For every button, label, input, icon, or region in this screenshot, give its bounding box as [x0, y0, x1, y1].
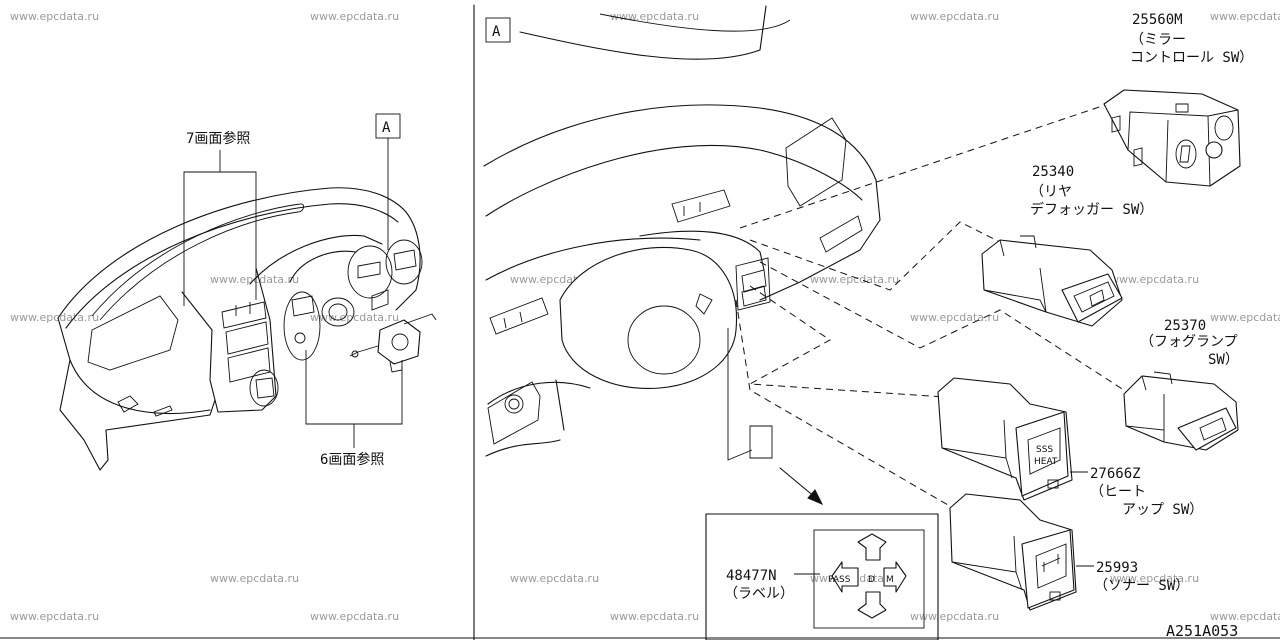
- watermark: www.epcdata.ru: [1210, 610, 1280, 623]
- part-desc-48477n-1: （ラベル）: [724, 586, 794, 602]
- ref-top-label: 7画面参照: [186, 130, 250, 147]
- watermark: www.epcdata.ru: [310, 311, 399, 324]
- part-number-25560m: 25560M: [1132, 12, 1183, 28]
- part-desc-25993-1: （ソナー SW）: [1094, 578, 1189, 594]
- fog-lamp-switch: [1123, 371, 1239, 451]
- heat-switch-text-b: HEAT: [1034, 457, 1058, 467]
- watermark: www.epcdata.ru: [1210, 311, 1280, 324]
- heat-switch-text-a: SSS: [1036, 445, 1053, 455]
- watermark-layer: www.epcdata.ru www.epcdata.ru www.epcdat…: [10, 10, 1280, 623]
- label-box: [705, 513, 939, 640]
- part-desc-25370-2: SW）: [1208, 352, 1239, 368]
- part-desc-25560m-1: （ミラー: [1130, 32, 1186, 48]
- watermark: www.epcdata.ru: [10, 10, 99, 23]
- part-number-25340: 25340: [1032, 164, 1074, 180]
- watermark: www.epcdata.ru: [1110, 273, 1199, 286]
- watermark: www.epcdata.ru: [310, 610, 399, 623]
- dashboard-overview: A 7画面参照 6画面参照: [57, 113, 437, 471]
- part-desc-25340-2: デフォッガー SW）: [1030, 201, 1153, 218]
- zoom-view: A: [483, 5, 1253, 640]
- drawing-code: A251A053: [1166, 622, 1238, 640]
- watermark: www.epcdata.ru: [210, 572, 299, 585]
- watermark: www.epcdata.ru: [910, 10, 999, 23]
- rear-defogger-switch: [981, 235, 1123, 327]
- callout-a-right: A: [492, 24, 501, 40]
- ref-bottom-label: 6画面参照: [320, 451, 384, 468]
- watermark: www.epcdata.ru: [610, 610, 699, 623]
- watermark: www.epcdata.ru: [810, 273, 899, 286]
- part-desc-25370-1: （フォグランプ: [1140, 334, 1238, 350]
- label-d-text: D: [868, 575, 875, 585]
- label-pass-text: PASS: [828, 575, 851, 585]
- watermark: www.epcdata.ru: [910, 311, 999, 324]
- watermark: www.epcdata.ru: [1210, 10, 1280, 23]
- arrow-to-label: [779, 467, 817, 499]
- part-number-27666z: 27666Z: [1090, 466, 1141, 482]
- callout-a-left: A: [382, 120, 391, 136]
- part-number-48477n: 48477N: [726, 568, 777, 584]
- part-number-25993: 25993: [1096, 560, 1138, 576]
- watermark: www.epcdata.ru: [610, 10, 699, 23]
- part-desc-25560m-2: コントロール SW）: [1130, 50, 1253, 66]
- part-desc-27666z-1: （ヒート: [1090, 484, 1146, 500]
- sonar-switch: [949, 493, 1077, 611]
- watermark: www.epcdata.ru: [910, 610, 999, 623]
- watermark: www.epcdata.ru: [1110, 572, 1199, 585]
- watermark: www.epcdata.ru: [310, 10, 399, 23]
- watermark: www.epcdata.ru: [10, 311, 99, 324]
- part-number-25370: 25370: [1164, 318, 1206, 334]
- part-desc-25340-1: （リヤ: [1030, 184, 1072, 200]
- watermark: www.epcdata.ru: [10, 610, 99, 623]
- mirror-control-switch: [1103, 89, 1241, 187]
- watermark: www.epcdata.ru: [510, 572, 599, 585]
- part-desc-27666z-2: アップ SW）: [1122, 502, 1203, 518]
- label-m-text: M: [886, 575, 894, 585]
- heat-up-switch: SSS HEAT: [937, 377, 1073, 501]
